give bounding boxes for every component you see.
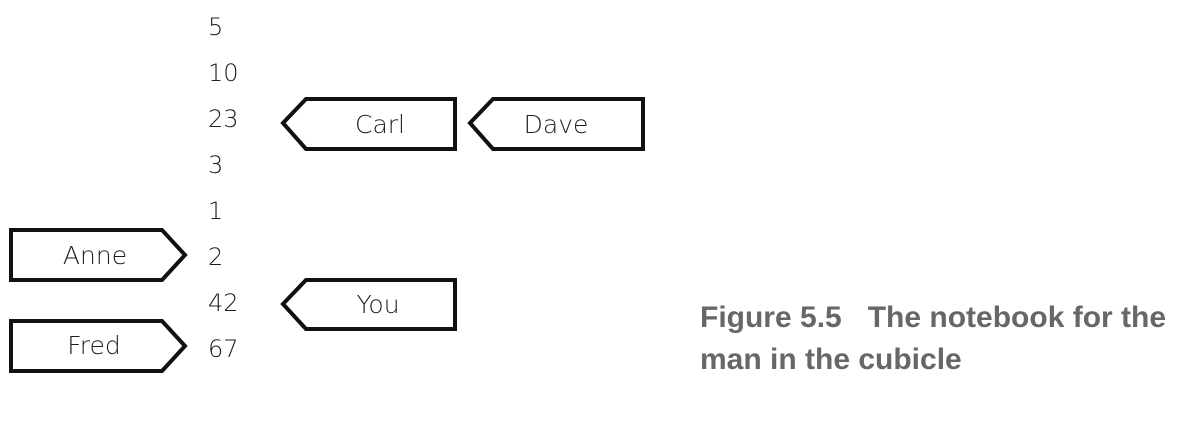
tag-you-outline <box>280 278 457 331</box>
tag-fred-outline <box>9 319 188 373</box>
tag-carl-label: Carl <box>355 110 405 139</box>
tag-fred-label: Fred <box>67 331 121 360</box>
figure-number: Figure 5.5 <box>700 301 842 334</box>
notebook-entry: 1 <box>208 197 223 225</box>
notebook-entry: 10 <box>208 59 239 87</box>
bookmark-tag-you: You <box>280 278 457 331</box>
bookmark-tag-anne: Anne <box>9 228 188 282</box>
notebook-entry: 2 <box>208 243 223 271</box>
notebook-entry: 3 <box>208 151 223 179</box>
notebook-entry: 67 <box>208 335 239 363</box>
notebook-entry: 5 <box>208 13 223 41</box>
tag-dave-outline <box>467 97 645 151</box>
tag-anne-label: Anne <box>63 241 127 270</box>
bookmark-tag-dave: Dave <box>467 97 645 151</box>
figure-caption-text: The notebook for the man in the cubicle <box>700 301 1167 376</box>
notebook-entry: 42 <box>208 289 239 317</box>
tag-anne-outline <box>9 228 188 282</box>
notebook-entry: 23 <box>208 105 239 133</box>
tag-dave-label: Dave <box>524 110 589 139</box>
notebook-column: 5 10 23 3 1 2 42 67 <box>208 13 239 363</box>
bookmark-tag-carl: Carl <box>280 97 457 151</box>
tag-carl-outline <box>280 97 457 151</box>
bookmark-tag-fred: Fred <box>9 319 188 373</box>
tag-you-label: You <box>356 290 399 319</box>
